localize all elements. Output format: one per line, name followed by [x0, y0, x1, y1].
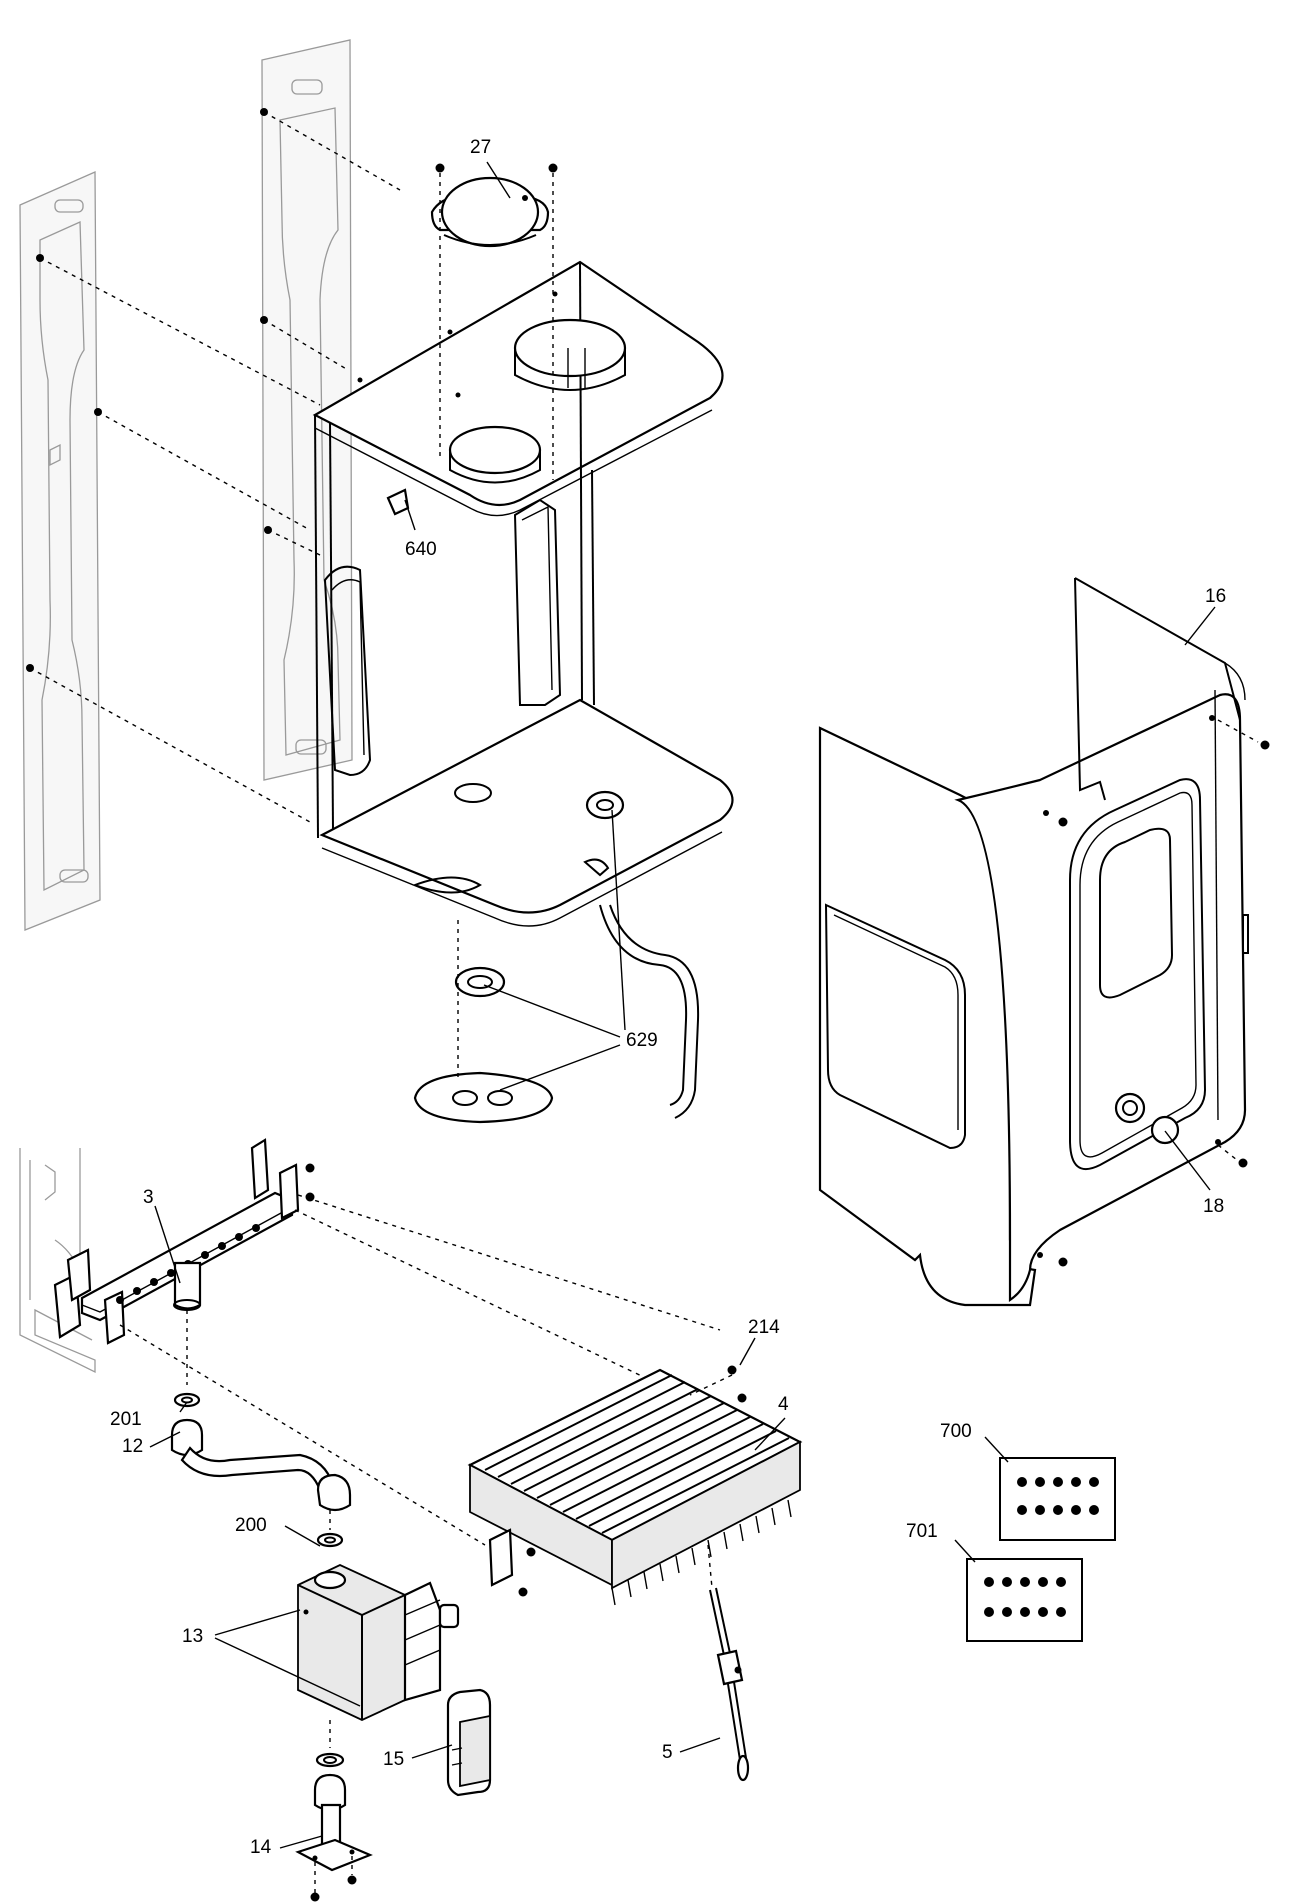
- boiler-chassis: [312, 260, 734, 927]
- label-629: 629: [626, 1030, 658, 1051]
- spare-nozzle-kit-701: [966, 1558, 1083, 1642]
- rear-wall-bracket-left: [19, 171, 101, 931]
- ignition-electrode-5: [707, 1544, 750, 1782]
- rear-wall-bracket-right: [261, 39, 353, 781]
- label-15: 15: [383, 1749, 404, 1770]
- label-5: 5: [662, 1742, 673, 1763]
- label-640: 640: [405, 539, 437, 560]
- gas-manifold-3: [53, 1138, 721, 1546]
- label-200: 200: [235, 1515, 267, 1536]
- label-3: 3: [143, 1187, 154, 1208]
- nozzles: [116, 1224, 260, 1304]
- burner-blades: [484, 1374, 790, 1534]
- label-18: 18: [1203, 1196, 1224, 1217]
- callout-labels: 27 640 16 629 18 3 214 4 201 12 700 200 …: [110, 137, 1226, 1858]
- flue-cap-27: [430, 163, 558, 480]
- label-13: 13: [182, 1626, 203, 1647]
- label-201: 201: [110, 1409, 142, 1430]
- label-12: 12: [122, 1436, 143, 1457]
- condensate-hose-and-grommets: [413, 904, 700, 1124]
- label-701: 701: [906, 1521, 938, 1542]
- label-16: 16: [1205, 586, 1226, 607]
- solenoid-coil-15: [446, 1688, 492, 1797]
- front-casing-16: [818, 577, 1270, 1307]
- label-4: 4: [778, 1394, 789, 1415]
- label-14: 14: [250, 1837, 272, 1858]
- label-700: 700: [940, 1421, 972, 1442]
- alignment-lines-wall: [29, 111, 401, 823]
- gas-pipe-12: [170, 1392, 352, 1548]
- spare-nozzle-kit-700: [999, 1457, 1116, 1541]
- burner-assembly-4: [467, 1365, 803, 1606]
- leader-lines: [149, 161, 1216, 1849]
- label-27: 27: [470, 137, 491, 158]
- gas-valve-13: [297, 1564, 460, 1748]
- outlet-fitting-14: [295, 1752, 373, 1902]
- label-214: 214: [748, 1317, 780, 1338]
